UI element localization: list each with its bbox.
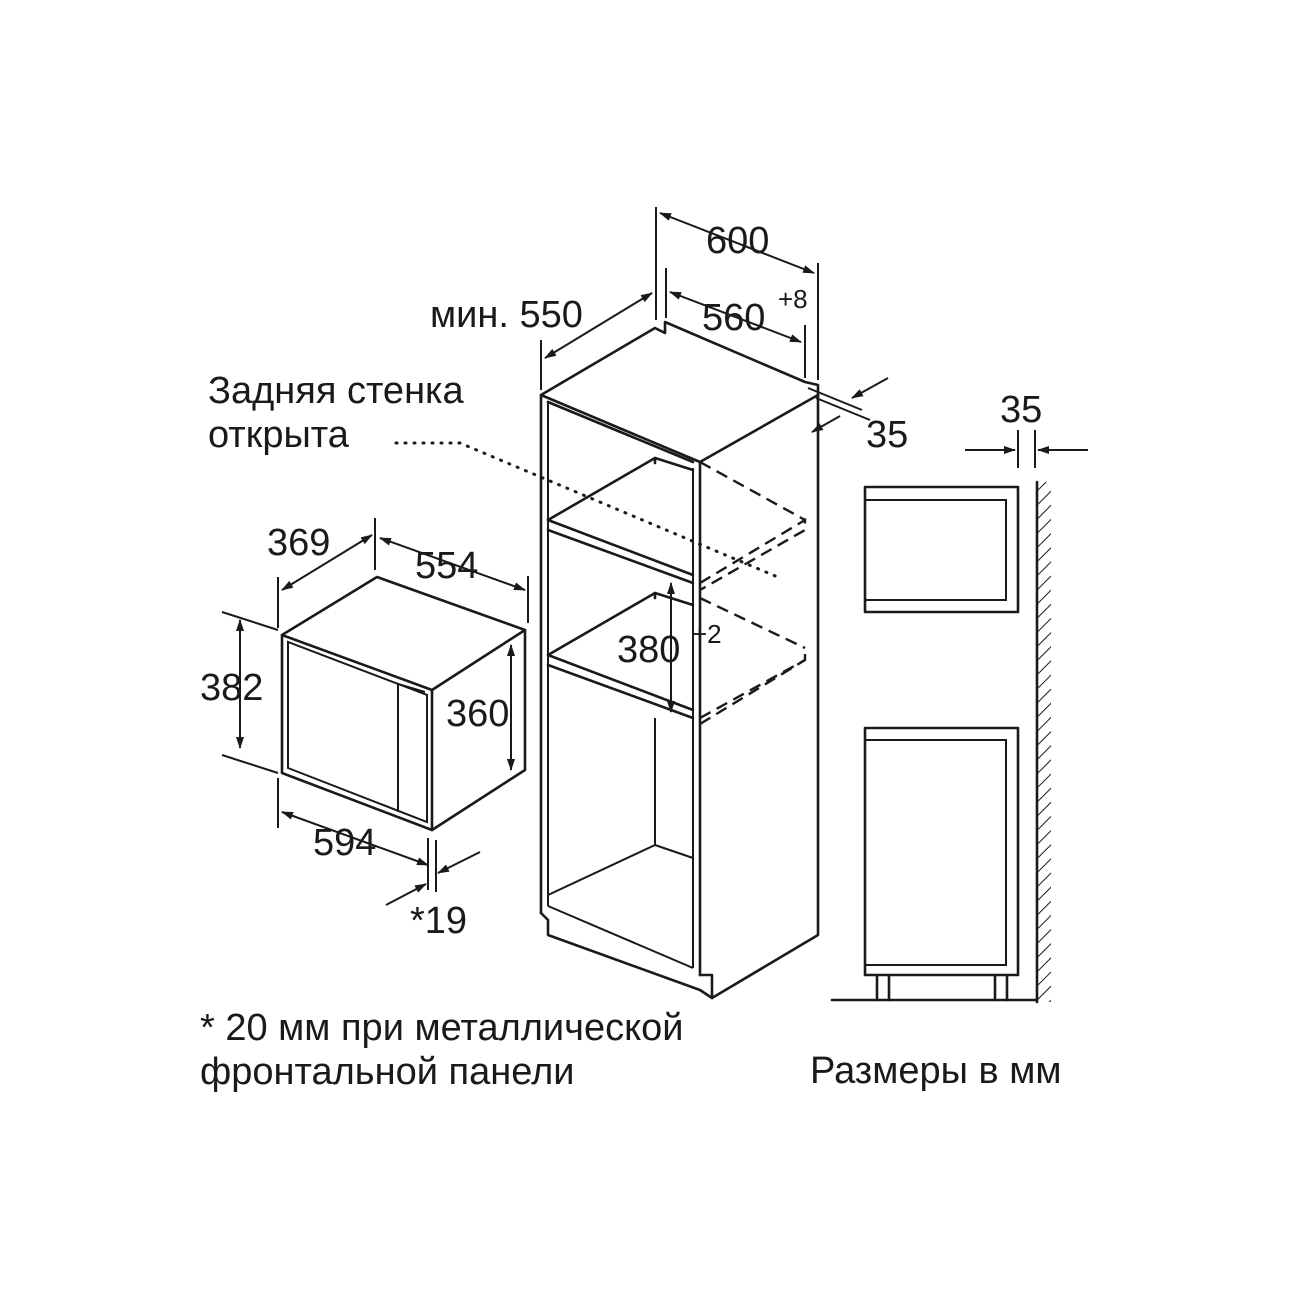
units-note: Размеры в мм <box>810 1050 1061 1092</box>
dim-594: 594 <box>313 822 376 864</box>
dim-382: 382 <box>200 667 263 709</box>
dim-560: 560 <box>702 297 765 339</box>
rear-wall-label-line2: открыта <box>208 414 350 456</box>
side-view-drawing <box>830 430 1088 1004</box>
appliance-dimensions <box>221 518 529 906</box>
rear-wall-label-line1: Задняя стенка <box>208 370 465 412</box>
dim-380: 380 <box>617 629 680 671</box>
dim-360: 360 <box>446 693 509 735</box>
dim-554: 554 <box>415 545 478 587</box>
dim-380-tolerance: +2 <box>692 619 722 649</box>
dim-35-side: 35 <box>1000 389 1042 431</box>
dim-600: 600 <box>706 220 769 262</box>
dim-19: *19 <box>410 900 467 942</box>
footnote-line2: фронтальной панели <box>200 1051 574 1093</box>
dim-369: 369 <box>267 522 330 564</box>
dim-35-cabinet: 35 <box>866 414 908 456</box>
dim-min-550: мин. 550 <box>430 294 583 336</box>
footnote-line1: * 20 мм при металлической <box>200 1007 684 1049</box>
labels: 600 мин. 550 560 +8 35 Задняя стенка отк… <box>200 220 1061 1093</box>
cabinet-dimensions <box>540 207 889 713</box>
cabinet-drawing <box>394 320 820 1000</box>
dim-560-tolerance: +8 <box>778 284 808 314</box>
